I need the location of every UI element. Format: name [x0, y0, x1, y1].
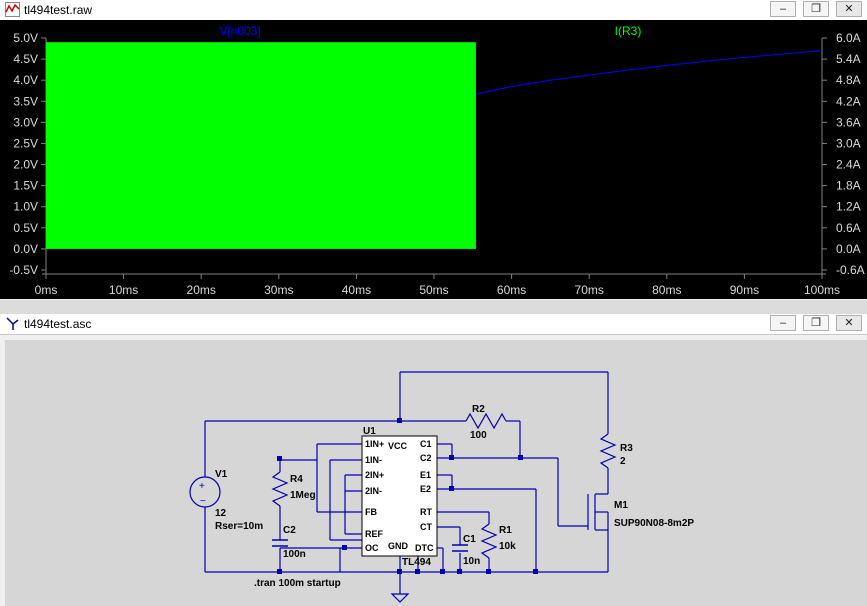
v-n003-trace[interactable]	[475, 50, 823, 95]
schematic-canvas[interactable]: + − V1 12 R	[0, 334, 867, 606]
close-button[interactable]: ✕	[836, 315, 862, 331]
u1-pin-e1: E1	[420, 470, 431, 480]
schematic-icon	[6, 317, 19, 330]
r2-value: 100	[470, 430, 487, 441]
left-tick-label: 3.5V	[13, 94, 38, 108]
minimize-button[interactable]: –	[770, 1, 796, 17]
svg-text:−: −	[200, 496, 206, 507]
series-label-i-r3[interactable]: I(R3)	[615, 24, 642, 38]
schematic-window-title: tl494test.asc	[24, 317, 92, 331]
r1-value: 10k	[499, 541, 516, 552]
i-r3-trace[interactable]	[46, 42, 476, 249]
x-tick-label: 90ms	[730, 283, 759, 297]
left-tick-label: 5.0V	[13, 31, 38, 45]
u1-part: TL494	[402, 557, 431, 568]
u1-pin-ct: CT	[420, 522, 432, 532]
series-label-v-n003[interactable]: V[n003]	[219, 24, 260, 38]
right-tick-label: 1.8A	[836, 179, 861, 193]
u1-pin-1in-minus: 1IN-	[365, 455, 382, 465]
m1-label: M1	[614, 500, 628, 511]
left-tick-label: -0.5V	[9, 263, 38, 277]
m1-value: SUP90N08-8m2P	[614, 518, 694, 529]
r4-label: R4	[290, 474, 303, 485]
minimize-button[interactable]: –	[770, 315, 796, 331]
right-tick-label: -0.6A	[836, 263, 865, 277]
u1-pin-1in-plus: 1IN+	[365, 439, 384, 449]
u1-pin-c1: C1	[420, 439, 432, 449]
close-button[interactable]: ✕	[836, 1, 862, 17]
right-tick-label: 3.6A	[836, 115, 861, 129]
left-tick-label: 3.0V	[13, 115, 38, 129]
left-tick-label: 1.0V	[13, 200, 38, 214]
right-tick-label: 4.8A	[836, 73, 861, 87]
left-tick-label: 1.5V	[13, 179, 38, 193]
right-tick-label: 0.6A	[836, 221, 861, 235]
v1-label: V1	[215, 469, 228, 480]
left-tick-label: 4.0V	[13, 73, 38, 87]
schematic-window-titlebar[interactable]: tl494test.asc – ❐ ✕	[0, 314, 867, 335]
plot-window-title: tl494test.raw	[24, 3, 93, 17]
spice-directive[interactable]: .tran 100m startup	[254, 578, 341, 589]
right-tick-label: 4.2A	[836, 94, 861, 108]
plot-window: tl494test.raw – ❐ ✕ 5.0V 4.5V 4.0V 3.5V 3.0V…	[0, 0, 867, 300]
waveform-chart[interactable]: 5.0V 4.5V 4.0V 3.5V 3.0V 2.5V 2.0V 1.5V 1.0V 0.5V…	[0, 20, 867, 299]
v1-rser: Rser=10m	[215, 521, 263, 532]
x-tick-label: 40ms	[342, 283, 371, 297]
plot-window-titlebar[interactable]: tl494test.raw – ❐ ✕	[0, 0, 867, 21]
right-tick-label: 3.0A	[836, 136, 861, 150]
c2-label: C2	[283, 525, 296, 536]
u1-pin-2in-plus: 2IN+	[365, 470, 384, 480]
r1-label: R1	[499, 525, 512, 536]
x-tick-label: 30ms	[264, 283, 293, 297]
c2-value: 100n	[283, 549, 306, 560]
left-tick-label: 4.5V	[13, 52, 38, 66]
r4-value: 1Meg	[290, 490, 316, 501]
left-tick-label: 0.5V	[13, 221, 38, 235]
right-tick-label: 2.4A	[836, 158, 861, 172]
x-tick-label: 70ms	[575, 283, 604, 297]
x-tick-label: 100ms	[804, 283, 840, 297]
u1-pin-ref: REF	[365, 529, 384, 539]
left-tick-label: 2.5V	[13, 136, 38, 150]
restore-button[interactable]: ❐	[803, 315, 829, 331]
x-tick-label: 10ms	[109, 283, 138, 297]
v1-value: 12	[215, 508, 227, 519]
u1-pin-dtc: DTC	[415, 543, 434, 553]
waveform-plot[interactable]: 5.0V 4.5V 4.0V 3.5V 3.0V 2.5V 2.0V 1.5V 1.0V 0.5V…	[0, 20, 867, 299]
u1-pin-fb: FB	[365, 507, 377, 517]
u1-pin-e2: E2	[420, 484, 431, 494]
x-tick-label: 20ms	[187, 283, 216, 297]
right-tick-label: 1.2A	[836, 200, 861, 214]
u1-pin-c2: C2	[420, 453, 432, 463]
x-tick-label: 0ms	[35, 283, 58, 297]
u1-pin-oc: OC	[365, 543, 379, 553]
waveform-icon	[5, 2, 20, 17]
left-tick-label: 0.0V	[13, 242, 38, 256]
svg-text:+: +	[199, 481, 205, 492]
right-tick-label: 0.0A	[836, 242, 861, 256]
left-tick-label: 2.0V	[13, 158, 38, 172]
r3-label: R3	[620, 443, 633, 454]
u1-pin-2in-minus: 2IN-	[365, 486, 382, 496]
c1-value: 10n	[463, 556, 480, 567]
restore-button[interactable]: ❐	[803, 1, 829, 17]
u1-pin-rt: RT	[420, 507, 432, 517]
r3-value: 2	[620, 456, 626, 467]
right-tick-label: 5.4A	[836, 52, 861, 66]
c1-label: C1	[463, 534, 476, 545]
schematic-window: tl494test.asc – ❐ ✕	[0, 314, 867, 606]
x-tick-label: 50ms	[419, 283, 448, 297]
u1-pin-vcc: VCC	[388, 441, 408, 451]
u1-label: U1	[363, 426, 376, 437]
u1-pin-gnd: GND	[388, 541, 409, 551]
x-tick-label: 60ms	[497, 283, 526, 297]
r2-label: R2	[472, 404, 485, 415]
right-tick-label: 6.0A	[836, 31, 861, 45]
x-tick-label: 80ms	[652, 283, 681, 297]
